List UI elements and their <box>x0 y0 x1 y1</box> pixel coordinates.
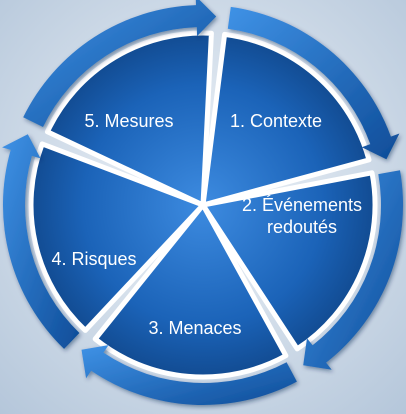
segment-label-line: 3. Menaces <box>148 318 241 338</box>
segment-label-contexte: 1. Contexte <box>230 111 322 131</box>
segment-label-line: 2. Événements <box>242 195 362 215</box>
segment-label-line: redoutés <box>267 217 337 237</box>
cycle-arrow-evenements-redoutes <box>303 170 404 370</box>
cycle-arrow-contexte <box>227 6 400 160</box>
segment-label-menaces: 3. Menaces <box>148 318 241 338</box>
segment-label-mesures: 5. Mesures <box>84 111 173 131</box>
segment-risques <box>28 141 206 333</box>
segment-evenements-redoutes <box>200 170 378 352</box>
segment-label-line: 1. Contexte <box>230 111 322 131</box>
cycle-arrow-mesures <box>23 0 217 127</box>
segment-menaces <box>92 202 289 380</box>
cycle-arrow-menaces <box>81 345 297 405</box>
segment-label-risques: 4. Risques <box>51 249 136 269</box>
segment-label-line: 5. Mesures <box>84 111 173 131</box>
segment-label-line: 4. Risques <box>51 249 136 269</box>
segment-mesures <box>44 30 214 208</box>
cycle-arrow-risques <box>2 134 80 349</box>
segment-contexte <box>200 31 372 208</box>
